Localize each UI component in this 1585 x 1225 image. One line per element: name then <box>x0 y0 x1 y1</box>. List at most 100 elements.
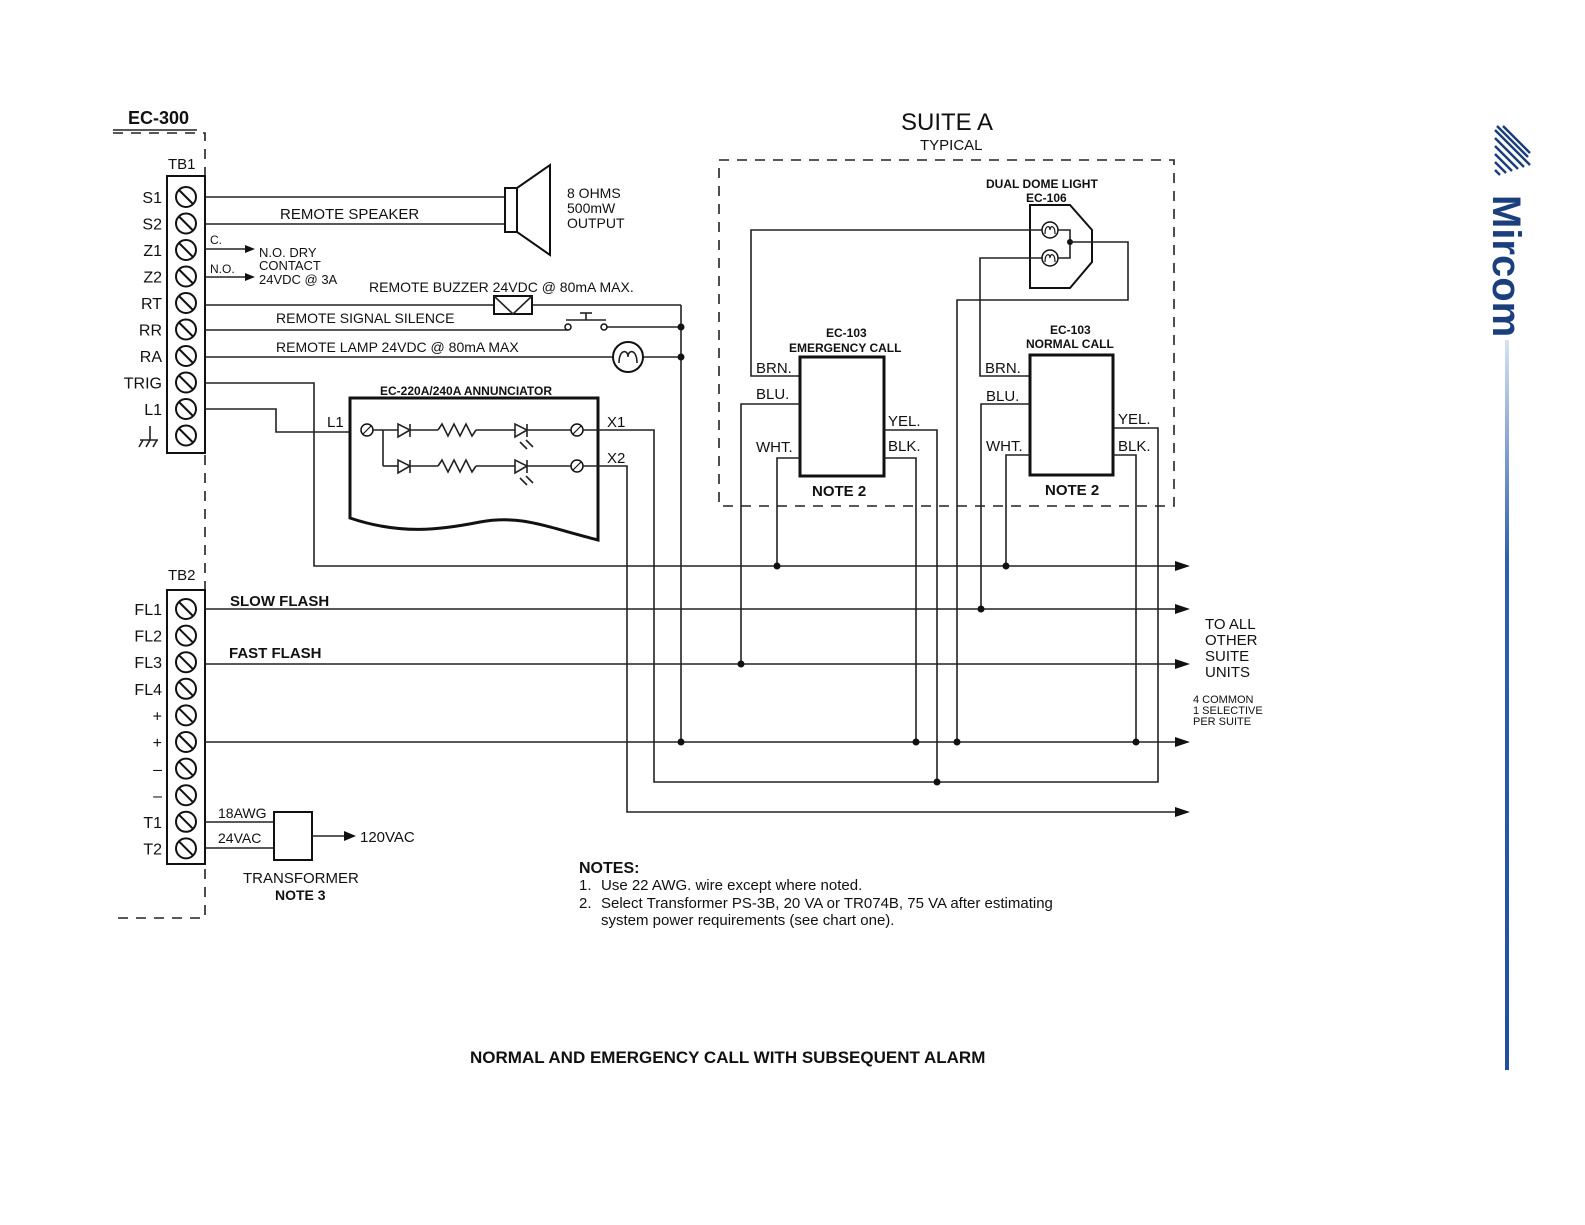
remote-signal-silence-label: REMOTE SIGNAL SILENCE <box>276 310 454 326</box>
screw-slot <box>178 401 194 417</box>
terminal-label: FL2 <box>134 629 162 646</box>
tb1-screw-terminals <box>175 186 197 447</box>
remote-lamp-label: REMOTE LAMP 24VDC @ 80mA MAX <box>276 339 519 355</box>
terminal-label: FL1 <box>134 602 162 619</box>
emergency-pin-brn: BRN. <box>756 360 792 377</box>
emergency-name: EMERGENCY CALL <box>789 341 901 355</box>
screw-slot <box>178 787 194 803</box>
terminal-label: – <box>153 762 162 779</box>
controller-title: EC-300 <box>128 108 189 128</box>
per-suite-1: 4 COMMON <box>1193 694 1254 706</box>
figure-caption: NORMAL AND EMERGENCY CALL WITH SUBSEQUEN… <box>470 1048 985 1067</box>
screw-slot <box>178 601 194 617</box>
wire-18awg-label: 18AWG <box>218 805 267 821</box>
dome-light-label-2: EC-106 <box>1026 191 1067 205</box>
per-suite-2: 1 SELECTIVE <box>1193 705 1263 717</box>
fast-flash-label: FAST FLASH <box>229 645 322 662</box>
mircom-stripes-icon <box>1494 125 1531 176</box>
speaker-icon <box>504 163 551 257</box>
buzzer-icon <box>493 295 533 316</box>
to-other-4: UNITS <box>1205 664 1250 681</box>
dry-contact-3: 24VDC @ 3A <box>259 272 338 287</box>
note-2-num: 2. <box>579 895 592 912</box>
vac24-label: 24VAC <box>218 830 261 846</box>
screw-slot <box>178 189 194 205</box>
screw-slot <box>178 268 194 285</box>
dome-light-icon <box>1029 204 1093 289</box>
screw-slot <box>178 215 194 232</box>
emergency-pin-blk: BLK. <box>888 438 921 455</box>
annunciator-title: EC-220A/240A ANNUNCIATOR <box>380 384 552 398</box>
contact-c-label: C. <box>210 233 222 247</box>
screw-slot <box>178 760 194 777</box>
annunciator-x2: X2 <box>607 450 625 467</box>
emergency-pin-yel: YEL. <box>888 413 921 430</box>
screw-slot <box>178 348 194 364</box>
contact-no-label: N.O. <box>210 262 235 276</box>
normal-pin-blk: BLK. <box>1118 438 1151 455</box>
tb2-label: TB2 <box>168 567 196 584</box>
speaker-spec-3: OUTPUT <box>567 215 625 231</box>
suite-subtitle: TYPICAL <box>920 137 983 154</box>
note-1-text: Use 22 AWG. wire except where noted. <box>601 877 862 894</box>
terminal-label: TRIG <box>124 376 162 393</box>
suite-outline <box>718 159 1175 507</box>
junction-dots <box>677 562 1140 786</box>
dry-contact-1: N.O. DRY <box>259 245 317 260</box>
annunciator-circuit <box>360 422 584 486</box>
annunciator-x1: X1 <box>607 414 625 431</box>
screw-slot <box>178 840 194 857</box>
normal-pin-blu: BLU. <box>986 388 1019 405</box>
emergency-pin-wht: WHT. <box>756 439 793 456</box>
terminal-label: S1 <box>142 190 162 207</box>
transformer-box <box>273 811 313 861</box>
normal-note: NOTE 2 <box>1045 482 1099 499</box>
note-2-text: Select Transformer PS-3B, 20 VA or TR074… <box>601 895 1053 912</box>
dry-contact-2: CONTACT <box>259 258 321 273</box>
terminal-label: T2 <box>143 841 162 858</box>
screw-slot <box>178 295 194 311</box>
normal-pin-yel: YEL. <box>1118 411 1151 428</box>
screw-slot <box>178 707 194 724</box>
screw-slot <box>178 734 194 750</box>
screw-slot <box>178 627 194 644</box>
vac120-label: 120VAC <box>360 829 415 846</box>
speaker-spec-1: 8 OHMS <box>567 185 621 201</box>
slow-flash-label: SLOW FLASH <box>230 593 329 610</box>
terminal-label: + <box>153 735 162 752</box>
screw-slot <box>178 814 194 830</box>
emergency-pin-blu: BLU. <box>756 386 789 403</box>
normal-name: NORMAL CALL <box>1026 337 1114 351</box>
normal-call-unit <box>1028 353 1115 477</box>
screw-slot <box>178 374 194 391</box>
dome-light-label-1: DUAL DOME LIGHT <box>986 177 1098 191</box>
annunciator-l1: L1 <box>327 414 344 431</box>
screw-slot <box>178 681 194 697</box>
suite-title: SUITE A <box>901 109 993 136</box>
remote-buzzer-label: REMOTE BUZZER 24VDC @ 80mA MAX. <box>369 279 634 295</box>
note-2-continued: system power requirements (see chart one… <box>601 912 894 929</box>
screw-slot <box>178 427 194 444</box>
normal-model: EC-103 <box>1050 323 1091 337</box>
screw-slot <box>178 321 194 338</box>
terminal-label: RR <box>139 323 162 340</box>
lamp-icon <box>612 341 644 373</box>
terminal-label: – <box>153 788 162 805</box>
terminal-label: + <box>153 708 162 725</box>
terminal-label: FL4 <box>134 682 162 699</box>
tb2-screw-terminals <box>175 598 197 860</box>
terminal-label: Z1 <box>143 243 162 260</box>
terminal-label: Z2 <box>143 270 162 287</box>
terminal-label: T1 <box>143 815 162 832</box>
screw-slot <box>178 242 194 258</box>
note-1-num: 1. <box>579 877 592 894</box>
pushbutton-icon <box>564 312 608 331</box>
brand-accent-bar <box>1505 340 1509 1070</box>
emergency-note: NOTE 2 <box>812 483 866 500</box>
terminal-label: S2 <box>142 217 162 234</box>
transformer-note: NOTE 3 <box>275 887 326 903</box>
controller-outline <box>113 132 206 919</box>
tb1-block <box>166 175 206 454</box>
terminal-label: FL3 <box>134 655 162 672</box>
